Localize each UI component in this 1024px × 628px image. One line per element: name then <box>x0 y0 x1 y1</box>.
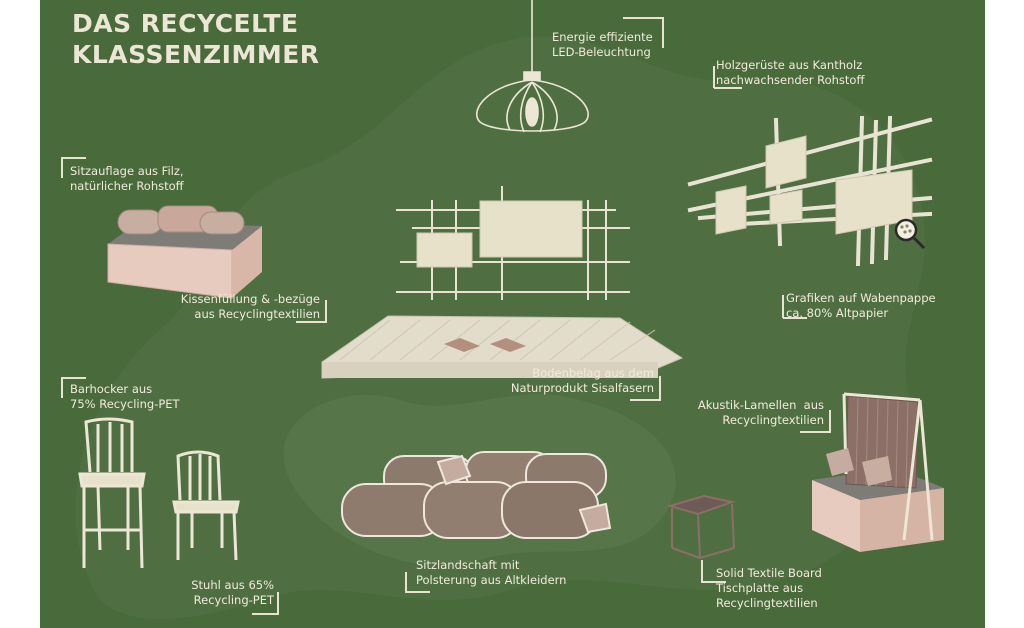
seating-landscape <box>341 451 612 539</box>
label-board: Solid Textile Board Tischplatte aus Recy… <box>716 566 822 610</box>
label-kissen: Kissenfüllung & -bezüge aus Recyclingtex… <box>180 292 320 321</box>
magnifier-icon <box>894 218 926 250</box>
label-barhocker: Barhocker aus 75% Recycling-PET <box>70 382 180 411</box>
label-filz: Sitzauflage aus Filz, natürlicher Rohsto… <box>70 164 184 193</box>
classroom-illustration <box>61 0 944 619</box>
title-line-1: DAS RECYCELTE <box>72 9 299 38</box>
label-led: Energie effiziente LED-Beleuchtung <box>552 30 653 59</box>
label-holz: Holzgerüste aus Kantholz nachwachsender … <box>716 58 865 87</box>
sisal-floor <box>321 315 684 379</box>
label-stuhl: Stuhl aus 65% Recycling-PET <box>191 578 274 607</box>
title-line-2: KLASSENZIMMER <box>72 40 320 69</box>
label-sitzlandschaft: Sitzlandschaft mit Polsterung aus Altkle… <box>416 558 567 587</box>
label-brackets <box>61 17 831 615</box>
felt-bench <box>107 205 262 299</box>
infographic-board: DAS RECYCELTE KLASSENZIMMER Energie effi… <box>40 0 985 628</box>
label-akustik: Akustik-Lamellen aus Recyclingtextilien <box>697 398 824 427</box>
label-boden: Bodenbelag aus dem Naturprodukt Sisalfas… <box>510 366 654 395</box>
acoustic-lamella <box>812 392 944 552</box>
chair <box>172 450 240 561</box>
bar-stool <box>78 417 146 569</box>
textile-board-table <box>666 494 736 559</box>
center-graphic-board-large <box>479 200 583 258</box>
pendant-lamp-icon <box>475 0 589 133</box>
page-title: DAS RECYCELTE KLASSENZIMMER <box>72 8 320 70</box>
right-graphic-boards <box>715 135 913 235</box>
label-grafiken: Grafiken auf Wabenpappe ca. 80% Altpapie… <box>786 291 936 320</box>
center-graphic-board-small <box>416 232 473 268</box>
